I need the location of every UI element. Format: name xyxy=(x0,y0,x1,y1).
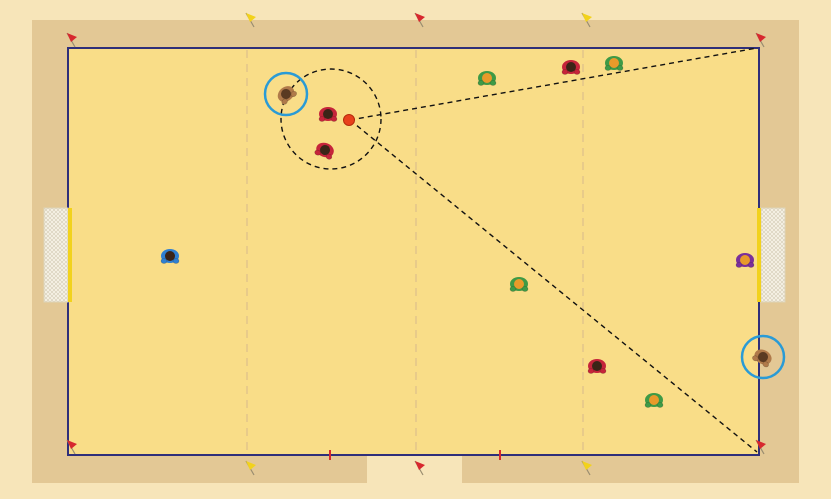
player-head xyxy=(566,62,576,72)
player-arm xyxy=(645,403,651,408)
player-arm xyxy=(478,81,484,86)
player-arm xyxy=(600,369,606,374)
ball-icon xyxy=(344,115,355,126)
player-icon xyxy=(319,107,337,122)
player-arm xyxy=(605,66,611,71)
player-head xyxy=(649,395,659,405)
right-goal xyxy=(757,208,785,302)
player-icon xyxy=(478,71,496,86)
player-head xyxy=(165,251,175,261)
player-icon xyxy=(161,249,179,264)
player-arm xyxy=(617,66,623,71)
player-arm xyxy=(574,70,580,75)
player-icon xyxy=(605,56,623,71)
player-head xyxy=(514,279,524,289)
player-arm xyxy=(161,259,167,264)
player-arm xyxy=(736,263,742,268)
player-icon xyxy=(736,253,754,268)
player-head xyxy=(740,255,750,265)
player-arm xyxy=(319,117,325,122)
player-arm xyxy=(657,403,663,408)
left-goal xyxy=(44,208,72,302)
player-icon xyxy=(645,393,663,408)
player-arm xyxy=(748,263,754,268)
goal-posts xyxy=(757,208,761,302)
player-icon xyxy=(562,60,580,75)
player-arm xyxy=(562,70,568,75)
goal-net-icon xyxy=(761,208,785,302)
player-arm xyxy=(173,259,179,264)
player-arm xyxy=(522,287,528,292)
player-head xyxy=(323,109,333,119)
player-head xyxy=(482,73,492,83)
player-head xyxy=(592,361,602,371)
player-head xyxy=(609,58,619,68)
player-arm xyxy=(490,81,496,86)
goal-net-icon xyxy=(44,208,68,302)
player-arm xyxy=(331,117,337,122)
player-arm xyxy=(510,287,516,292)
player-arm xyxy=(588,369,594,374)
goal-posts xyxy=(68,208,72,302)
bench-gap xyxy=(367,456,462,486)
player-icon xyxy=(588,359,606,374)
player-icon xyxy=(510,277,528,292)
